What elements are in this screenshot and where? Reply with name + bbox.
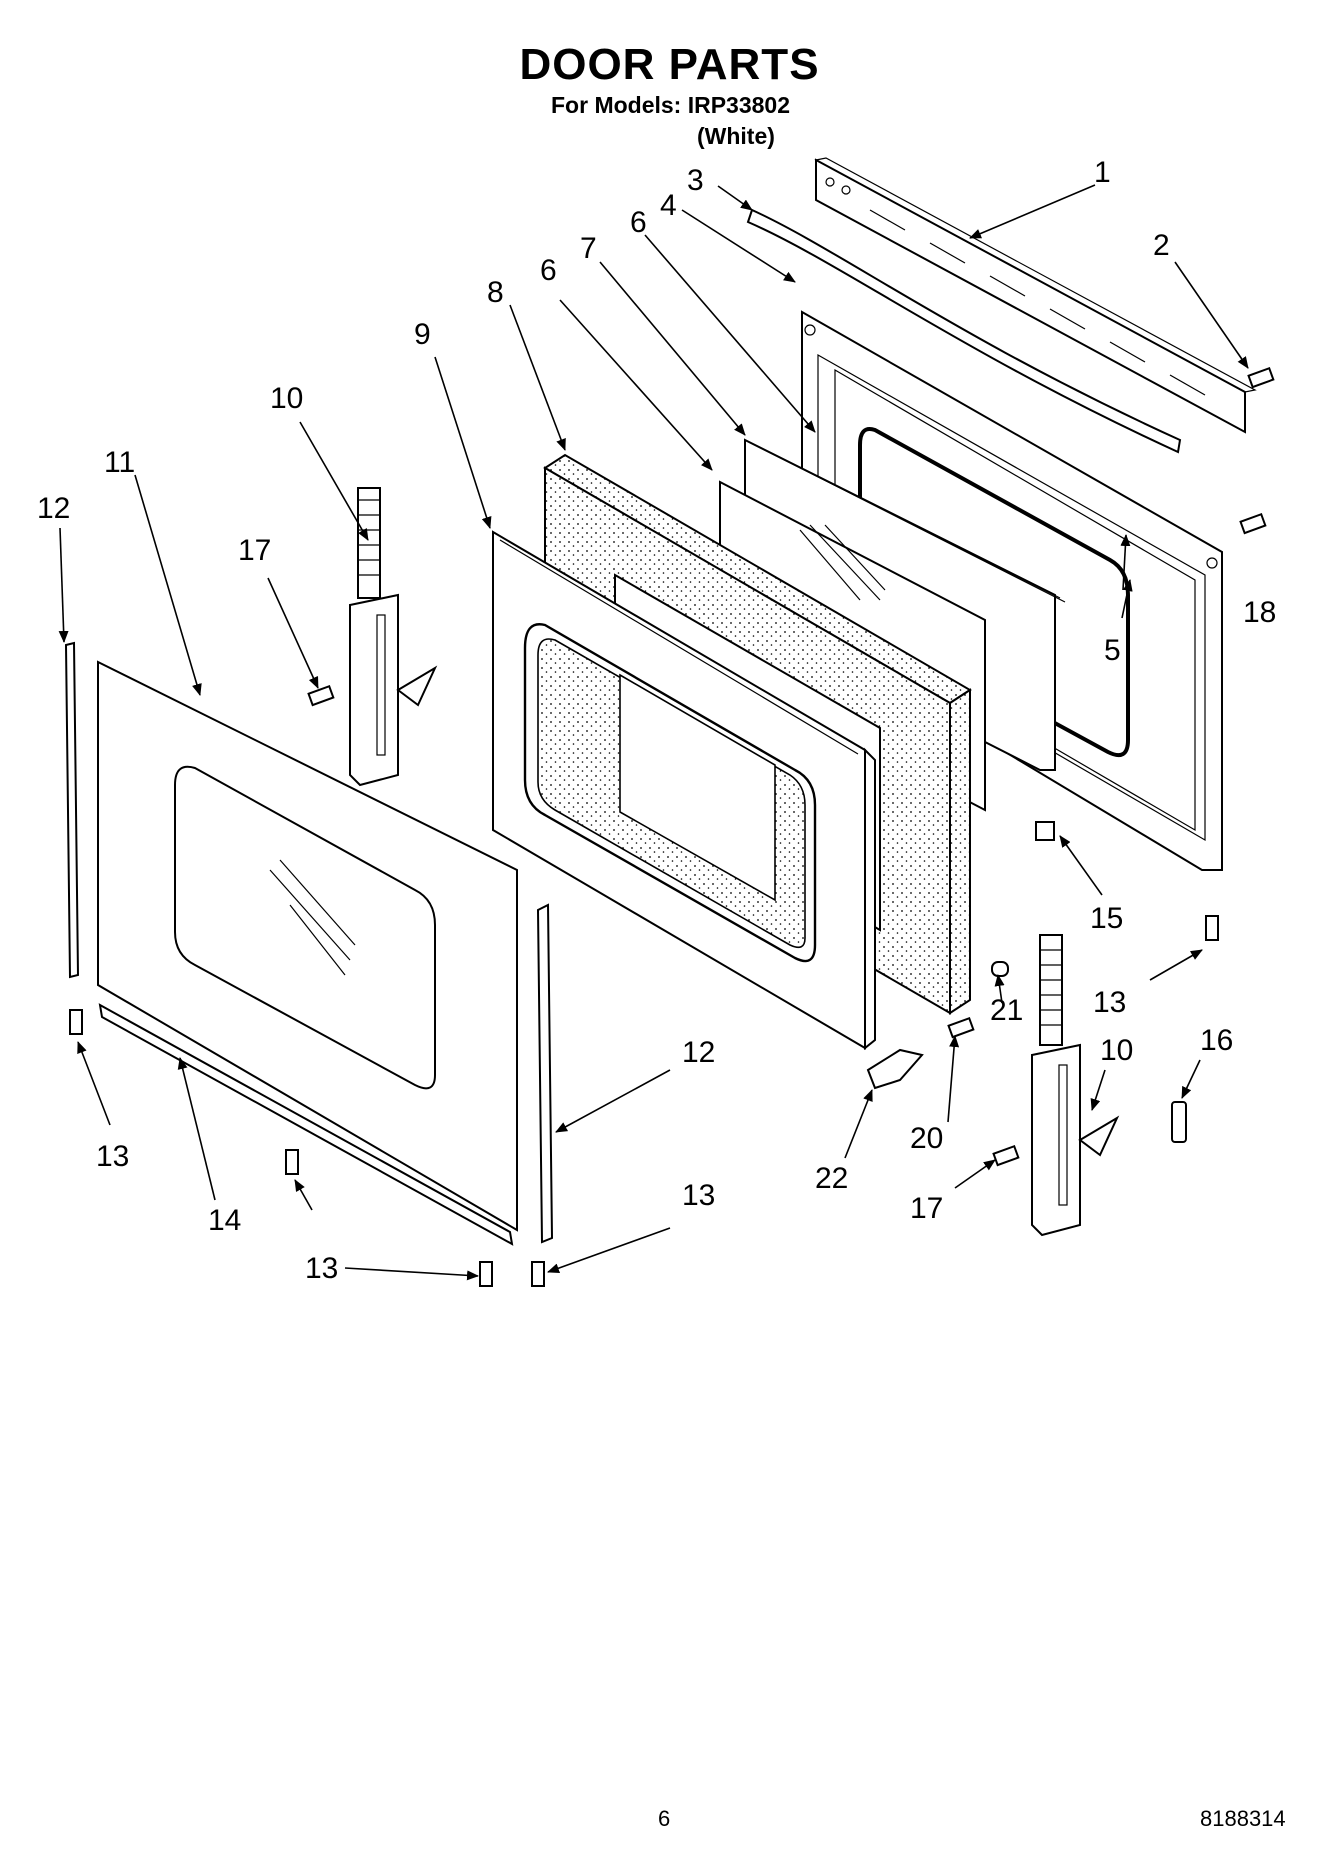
screw-icon — [69, 366, 1275, 1287]
part-door-vent-trim — [814, 157, 1257, 434]
callout-14: 14 — [208, 1204, 241, 1237]
callout-7: 7 — [580, 232, 597, 265]
callout-10a: 10 — [270, 382, 303, 415]
callout-11: 11 — [104, 446, 135, 479]
part-hinge-lower — [1031, 934, 1120, 1237]
callout-13b: 13 — [305, 1252, 338, 1285]
callout-4: 4 — [660, 189, 677, 222]
color-variant: (White) — [697, 123, 775, 149]
model-line: For Models: IRP33802 — [551, 92, 791, 118]
part-side-trim-left — [64, 641, 80, 979]
part-outer-door-glass — [97, 660, 518, 1232]
callout-13d: 13 — [1093, 986, 1126, 1019]
callout-1: 1 — [1094, 156, 1111, 189]
callout-17a: 17 — [238, 534, 271, 567]
callout-13a: 13 — [96, 1140, 129, 1173]
callout-21: 21 — [990, 994, 1023, 1027]
callout-3: 3 — [687, 164, 704, 197]
callout-17b: 17 — [910, 1192, 943, 1225]
callout-6b: 6 — [540, 254, 557, 287]
callout-5: 5 — [1104, 634, 1121, 667]
page-title: DOOR PARTS — [519, 40, 820, 89]
callout-labels: 1 2 3 4 5 6 6 7 8 9 10 10 11 12 12 13 13… — [37, 156, 1276, 1285]
callout-15: 15 — [1090, 902, 1123, 935]
part-trim-strip — [746, 208, 1182, 454]
page-number: 6 — [658, 1806, 671, 1831]
callout-2: 2 — [1153, 229, 1170, 262]
callout-10b: 10 — [1100, 1034, 1133, 1067]
callout-6a: 6 — [630, 206, 647, 239]
callout-12a: 12 — [37, 492, 70, 525]
part-hinge-upper — [349, 487, 438, 787]
leader-lines — [58, 184, 1249, 1281]
document-number: 8188314 — [1200, 1806, 1286, 1831]
callout-18: 18 — [1243, 596, 1276, 629]
part-side-trim-right — [536, 903, 554, 1244]
part-door-frame — [492, 530, 876, 1051]
callout-8: 8 — [487, 276, 504, 309]
callout-16: 16 — [1200, 1024, 1233, 1057]
callout-12b: 12 — [682, 1036, 715, 1069]
part-bottom-trim — [98, 1003, 514, 1246]
callout-20: 20 — [910, 1122, 943, 1155]
callout-13c: 13 — [682, 1179, 715, 1212]
callout-9: 9 — [414, 318, 431, 351]
callout-22: 22 — [815, 1162, 848, 1195]
